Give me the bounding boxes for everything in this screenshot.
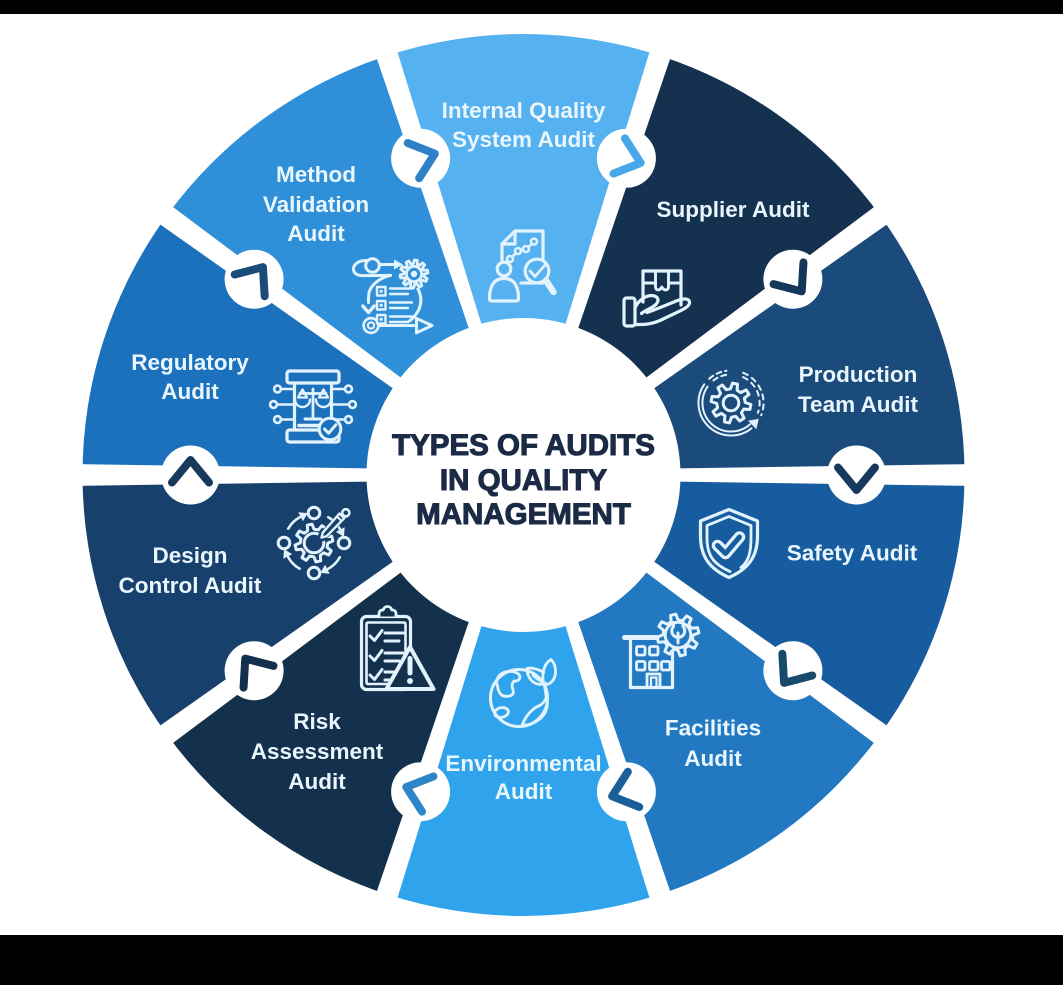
svg-text:System Audit: System Audit <box>452 127 595 152</box>
svg-text:Facilities: Facilities <box>665 716 761 741</box>
svg-text:Audit: Audit <box>684 746 742 771</box>
svg-text:Method: Method <box>276 162 356 187</box>
svg-text:Supplier Audit: Supplier Audit <box>657 197 810 222</box>
svg-text:Audit: Audit <box>495 779 553 804</box>
svg-text:Risk: Risk <box>293 709 341 734</box>
svg-text:Assessment: Assessment <box>251 739 384 764</box>
svg-text:Audit: Audit <box>161 379 219 404</box>
svg-text:Design: Design <box>152 543 227 568</box>
svg-text:Audit: Audit <box>287 221 345 246</box>
svg-text:Validation: Validation <box>263 192 369 217</box>
svg-text:MANAGEMENT: MANAGEMENT <box>416 498 631 531</box>
svg-text:Environmental: Environmental <box>445 751 601 776</box>
svg-text:Internal Quality: Internal Quality <box>442 98 606 123</box>
svg-text:TYPES OF AUDITS: TYPES OF AUDITS <box>392 429 655 462</box>
svg-text:Regulatory: Regulatory <box>131 350 249 375</box>
svg-text:Team Audit: Team Audit <box>798 392 919 417</box>
svg-text:Production: Production <box>799 362 918 387</box>
svg-text:Safety Audit: Safety Audit <box>787 541 918 566</box>
svg-text:Control Audit: Control Audit <box>119 573 262 598</box>
svg-text:IN QUALITY: IN QUALITY <box>440 464 607 497</box>
svg-text:Audit: Audit <box>288 769 346 794</box>
